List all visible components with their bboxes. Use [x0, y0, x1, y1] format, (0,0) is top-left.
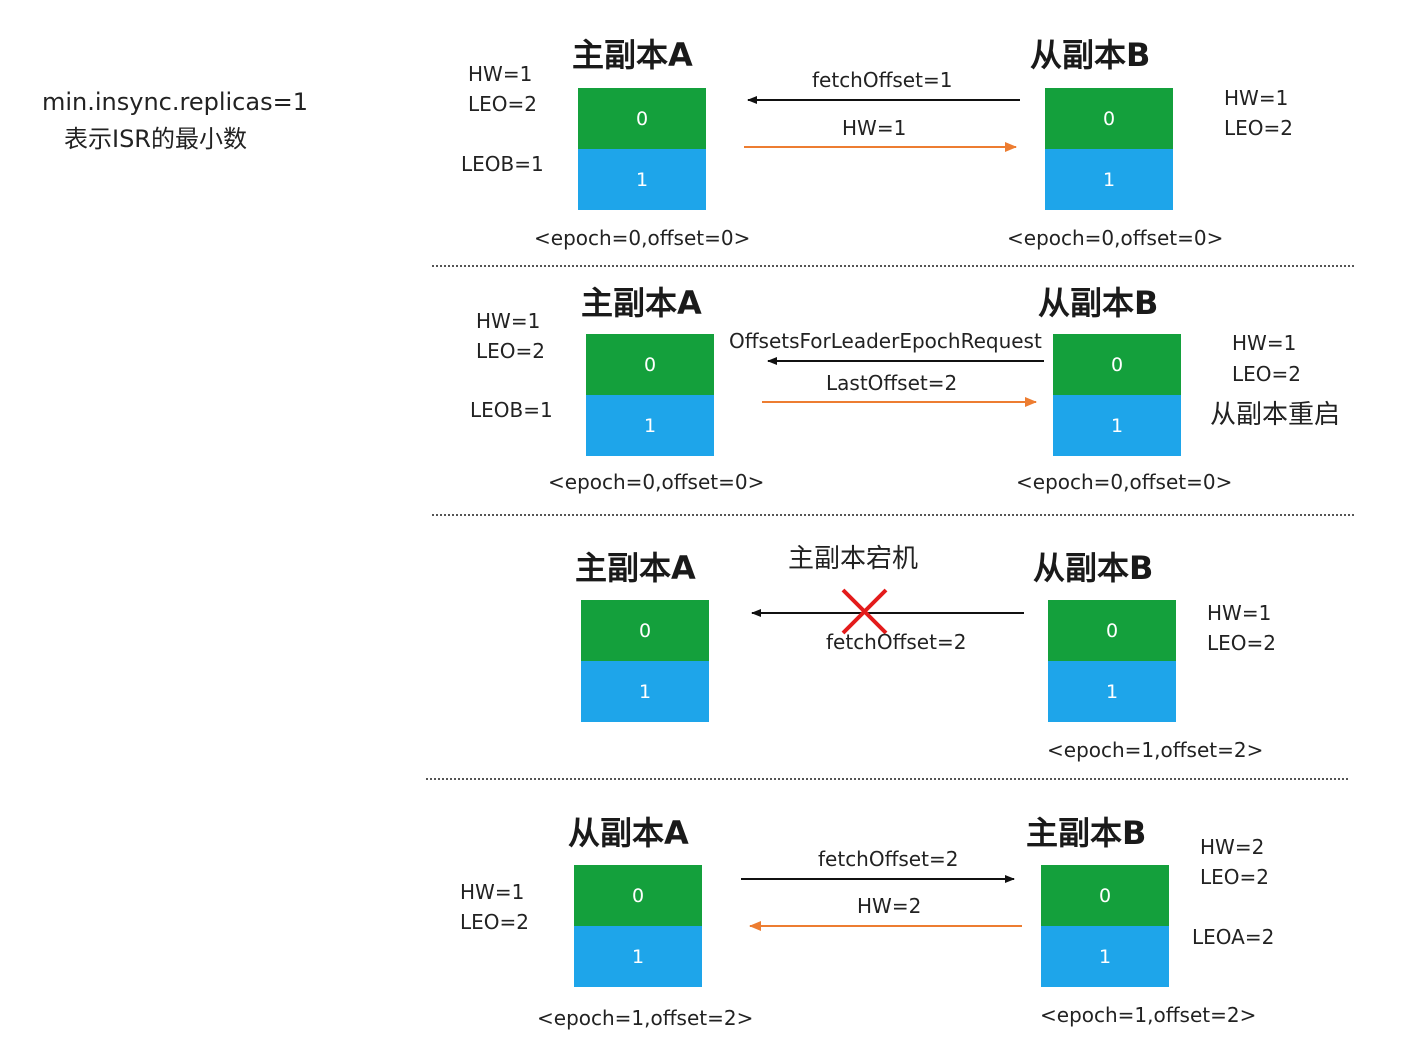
s2-follower-cell-0: 0	[1053, 334, 1181, 395]
s2-follower-title: 从副本B	[1038, 284, 1159, 322]
s2-request-label: OffsetsForLeaderEpochRequest	[729, 329, 1042, 353]
s4-fetch-label: fetchOffset=2	[818, 847, 959, 871]
s2-leader-cell-1: 1	[586, 395, 714, 456]
s4-leader-leo: LEO=2	[1200, 865, 1270, 889]
s4-follower-cell-1: 1	[574, 926, 702, 987]
s2-lastoffset-label: LastOffset=2	[826, 371, 958, 395]
s3-cross-icon	[841, 588, 888, 635]
s2-follower-hw: HW=1	[1232, 331, 1297, 355]
s2-leader-epoch: <epoch=0,offset=0>	[548, 470, 765, 494]
s1-leader-leob: LEOB=1	[461, 152, 544, 176]
separator-2	[432, 514, 1354, 516]
s1-follower-cell-1: 1	[1045, 149, 1173, 210]
s4-follower-title: 从副本A	[568, 814, 689, 852]
s2-leader-leo: LEO=2	[476, 339, 546, 363]
s1-leader-hw: HW=1	[468, 62, 533, 86]
s3-follower-leo: LEO=2	[1207, 631, 1277, 655]
s2-follower-restart-note: 从副本重启	[1210, 400, 1341, 430]
min-insync-note-desc: 表示ISR的最小数	[64, 125, 247, 153]
s1-fetch-label: fetchOffset=1	[812, 68, 953, 92]
s2-follower-leo: LEO=2	[1232, 362, 1302, 386]
s2-leader-hw: HW=1	[476, 309, 541, 333]
s3-fetch-label: fetchOffset=2	[826, 630, 967, 654]
min-insync-note: min.insync.replicas=1	[42, 88, 308, 116]
s3-follower-epoch: <epoch=1,offset=2>	[1047, 738, 1264, 762]
s1-leader-title: 主副本A	[572, 36, 693, 74]
s1-follower-cell-0: 0	[1045, 88, 1173, 149]
s4-follower-hw: HW=1	[460, 880, 525, 904]
s1-leader-epoch: <epoch=0,offset=0>	[534, 226, 751, 250]
separator-1	[432, 265, 1354, 267]
s2-follower-cell-1: 1	[1053, 395, 1181, 456]
s3-follower-cell-0: 0	[1048, 600, 1176, 661]
s4-follower-cell-0: 0	[574, 865, 702, 926]
s3-leader-title: 主副本A	[575, 549, 696, 587]
s2-leader-title: 主副本A	[581, 284, 702, 322]
s4-follower-epoch: <epoch=1,offset=2>	[537, 1006, 754, 1030]
s1-follower-title: 从副本B	[1030, 36, 1151, 74]
s4-leader-epoch: <epoch=1,offset=2>	[1040, 1003, 1257, 1027]
s1-leader-cell-0: 0	[578, 88, 706, 149]
s4-leader-title: 主副本B	[1026, 814, 1147, 852]
s4-leader-cell-1: 1	[1041, 926, 1169, 987]
s1-follower-hw: HW=1	[1224, 86, 1289, 110]
s2-leader-leob: LEOB=1	[470, 398, 553, 422]
s1-follower-epoch: <epoch=0,offset=0>	[1007, 226, 1224, 250]
s2-leader-cell-0: 0	[586, 334, 714, 395]
s1-follower-leo: LEO=2	[1224, 116, 1294, 140]
s3-leader-cell-1: 1	[581, 661, 709, 722]
s3-follower-hw: HW=1	[1207, 601, 1272, 625]
s4-follower-leo: LEO=2	[460, 910, 530, 934]
s1-hw-label: HW=1	[842, 116, 907, 140]
s1-leader-leo: LEO=2	[468, 92, 538, 116]
s3-follower-cell-1: 1	[1048, 661, 1176, 722]
s1-leader-cell-1: 1	[578, 149, 706, 210]
s3-leader-cell-0: 0	[581, 600, 709, 661]
s4-leader-cell-0: 0	[1041, 865, 1169, 926]
s3-crash-note: 主副本宕机	[788, 544, 919, 574]
separator-3	[426, 778, 1348, 780]
s4-leader-leoa: LEOA=2	[1192, 925, 1275, 949]
s4-hw-label: HW=2	[857, 894, 922, 918]
s3-follower-title: 从副本B	[1033, 549, 1154, 587]
s2-follower-epoch: <epoch=0,offset=0>	[1016, 470, 1233, 494]
s4-leader-hw: HW=2	[1200, 835, 1265, 859]
